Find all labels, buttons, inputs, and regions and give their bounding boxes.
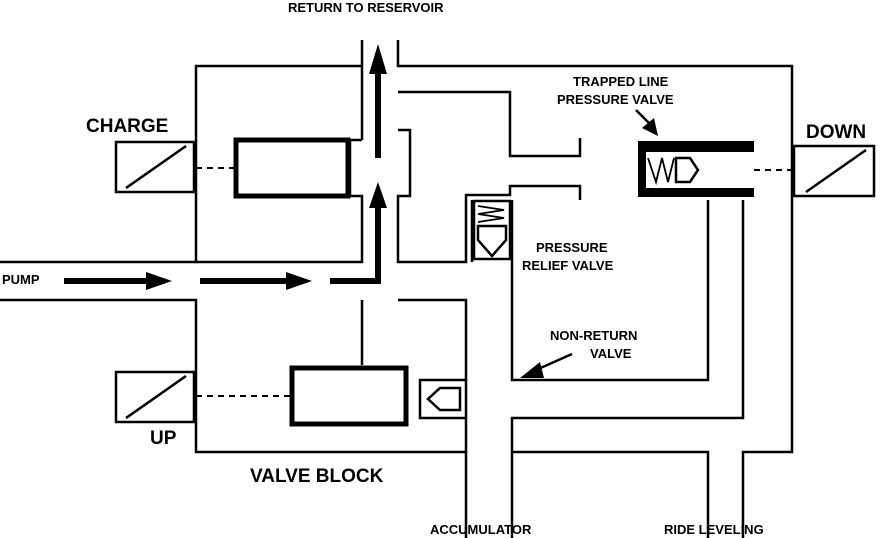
trapped-line-pressure-valve <box>638 141 792 197</box>
pump-flow-arrows <box>64 182 387 290</box>
pump-label: PUMP <box>2 272 40 287</box>
trapped-line-label-1: TRAPPED LINE <box>573 74 669 89</box>
non-return-pointer <box>520 352 573 378</box>
ride-leveling-label: RIDE LEVELING <box>664 522 764 537</box>
pressure-relief-label-1: PRESSURE <box>536 240 608 255</box>
valve-block-body <box>0 40 794 538</box>
pressure-relief-label-2: RELIEF VALVE <box>522 258 614 273</box>
non-return-valve <box>418 378 468 420</box>
up-label: UP <box>150 428 177 449</box>
charge-label: CHARGE <box>86 116 168 137</box>
charge-solenoid <box>114 140 196 194</box>
non-return-label-2: VALVE <box>590 346 632 361</box>
down-solenoid <box>792 144 876 198</box>
pressure-relief-valve <box>472 199 512 261</box>
charge-spool <box>233 137 351 199</box>
down-label: DOWN <box>806 122 866 143</box>
internal-passages <box>196 90 745 452</box>
trapped-valve-pointer <box>635 109 658 136</box>
return-to-reservoir-label: RETURN TO RESERVOIR <box>288 0 444 15</box>
non-return-label-1: NON-RETURN <box>550 328 637 343</box>
up-spool <box>289 365 409 427</box>
trapped-line-label-2: PRESSURE VALVE <box>557 92 674 107</box>
valve-block-label: VALVE BLOCK <box>250 466 384 487</box>
accumulator-label: ACCUMULATOR <box>430 522 532 537</box>
up-solenoid <box>114 370 196 424</box>
return-flow-arrow <box>369 44 387 158</box>
